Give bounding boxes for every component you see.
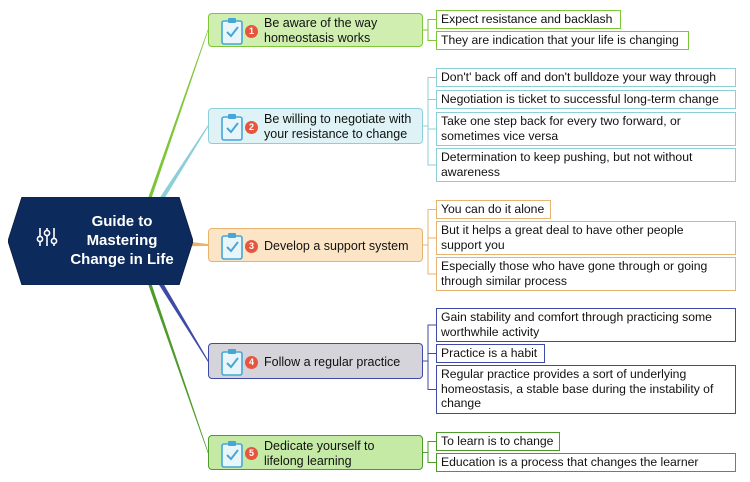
topic-3[interactable]: 3 Develop a support system xyxy=(208,228,423,262)
central-shape xyxy=(8,197,193,285)
subtopic-item[interactable]: Take one step back for every two forward… xyxy=(436,112,736,146)
subtopic-item[interactable]: Regular practice provides a sort of unde… xyxy=(436,365,736,414)
leaf-connector xyxy=(423,441,436,453)
subtopic-item[interactable]: Practice is a habit xyxy=(436,344,545,363)
clipboard-check-icon xyxy=(220,113,244,141)
clipboard-check-icon xyxy=(220,348,244,376)
clipboard-check-icon xyxy=(220,440,244,468)
topic-2[interactable]: 2 Be willing to negotiate with your resis… xyxy=(208,108,423,144)
leaf-connector xyxy=(423,324,436,362)
branch-connector xyxy=(135,29,208,247)
sliders-icon xyxy=(36,226,58,248)
central-title: Guide to Mastering Change in Life xyxy=(70,213,174,268)
subtopic-item[interactable]: Education is a process that changes the … xyxy=(436,453,736,472)
topic-label: Follow a regular practice xyxy=(264,355,401,369)
leaf-connector xyxy=(423,452,436,463)
subtopic-item[interactable]: Don't' back off and don't bulldoze your … xyxy=(436,68,736,87)
subtopic-item[interactable]: To learn is to change xyxy=(436,432,560,451)
subtopic-item[interactable]: Expect resistance and backlash xyxy=(436,10,621,29)
topic-number-badge: 4 xyxy=(245,356,258,369)
topic-5[interactable]: 5 Dedicate yourself to lifelong learning xyxy=(208,435,423,470)
leaf-connector xyxy=(423,125,436,166)
leaf-connector xyxy=(423,237,436,246)
leaf-connector xyxy=(423,77,436,127)
subtopic-item[interactable]: Determination to keep pushing, but not w… xyxy=(436,148,736,182)
topic-label: Dedicate yourself to lifelong learning xyxy=(264,439,375,468)
leaf-connector xyxy=(423,29,436,41)
leaf-connector xyxy=(423,244,436,275)
topic-label: Develop a support system xyxy=(264,239,409,253)
topic-4[interactable]: 4 Follow a regular practice xyxy=(208,343,423,379)
subtopic-item[interactable]: Negotiation is ticket to successful long… xyxy=(436,90,736,109)
branch-connector xyxy=(135,235,208,454)
subtopic-item[interactable]: Especially those who have gone through o… xyxy=(436,257,736,291)
clipboard-check-icon xyxy=(220,17,244,45)
leaf-connector xyxy=(423,360,436,390)
leaf-connector xyxy=(423,99,436,127)
topic-label: Be willing to negotiate with your resist… xyxy=(264,112,412,141)
leaf-connector xyxy=(423,353,436,362)
topic-number-badge: 3 xyxy=(245,240,258,253)
clipboard-check-icon xyxy=(220,232,244,260)
topic-number-badge: 1 xyxy=(245,25,258,38)
topic-label: Be aware of the way homeostasis works xyxy=(264,16,378,45)
subtopic-item[interactable]: They are indication that your life is ch… xyxy=(436,31,689,50)
leaf-connector xyxy=(423,19,436,31)
topic-1[interactable]: 1 Be aware of the way homeostasis works xyxy=(208,13,423,47)
topic-number-badge: 5 xyxy=(245,447,258,460)
subtopic-item[interactable]: But it helps a great deal to have other … xyxy=(436,221,736,255)
subtopic-item[interactable]: You can do it alone xyxy=(436,200,551,219)
subtopic-item[interactable]: Gain stability and comfort through pract… xyxy=(436,308,736,342)
leaf-connector xyxy=(423,209,436,246)
central-topic: Guide to Mastering Change in Life xyxy=(8,197,193,285)
topic-number-badge: 2 xyxy=(245,121,258,134)
